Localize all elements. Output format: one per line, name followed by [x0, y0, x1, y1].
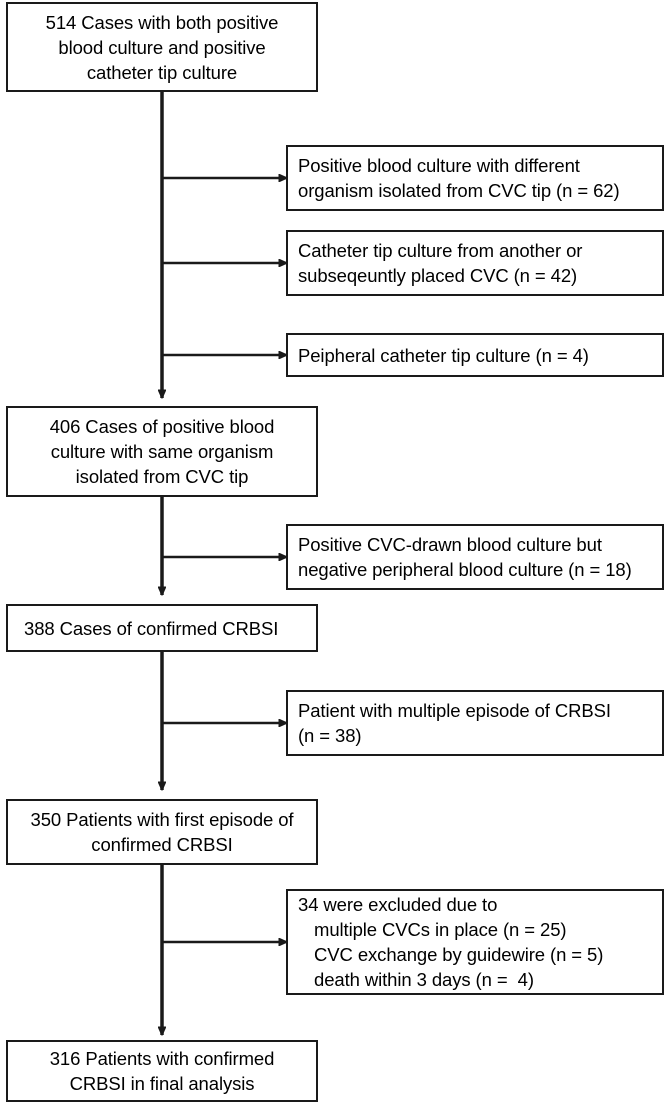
node-confirmed-crbsi-line-1: 388 Cases of confirmed CRBSI — [24, 617, 279, 639]
exclusion-another-cvc-line-2: subseqeuntly placed CVC (n = 42) — [298, 265, 578, 286]
node-same-organism-line-1: 406 Cases of positive blood — [49, 416, 275, 437]
exclusion-final-line-3: CVC exchange by guidewire (n = 5) — [309, 944, 604, 965]
node-same-organism-cases[interactable]: 406 Cases of positive blood culture with… — [6, 406, 318, 497]
node-final-analysis-patients[interactable]: 316 Patients with confirmed CRBSI in fin… — [6, 1040, 318, 1102]
node-first-episode-patients[interactable]: 350 Patients with first episode of confi… — [6, 799, 318, 865]
node-final-analysis-line-1: 316 Patients with confirmed — [49, 1048, 275, 1069]
exclusion-negative-peripheral-culture[interactable]: Positive CVC-drawn blood culture but neg… — [286, 524, 664, 590]
exclusion-multiple-episodes-line-2: (n = 38) — [298, 725, 362, 746]
node-total-cases-line-2: blood culture and positive — [58, 36, 266, 58]
node-same-organism-line-3: isolated from CVC tip — [75, 466, 249, 487]
exclusion-final-line-4: death within 3 days (n = 4) — [309, 969, 534, 990]
node-same-organism-line-2: culture with same organism — [50, 441, 274, 462]
exclusion-negative-peripheral-line-2: negative peripheral blood culture (n = 1… — [298, 559, 632, 580]
exclusion-different-organism-line-2: organism isolated from CVC tip (n = 62) — [298, 180, 620, 201]
exclusion-negative-peripheral-line-1: Positive CVC-drawn blood culture but — [298, 534, 602, 555]
node-first-episode-line-1: 350 Patients with first episode of — [30, 809, 294, 830]
node-total-cases[interactable]: 514 Cases with both positive blood cultu… — [6, 2, 318, 92]
exclusion-final-criteria[interactable]: 34 were excluded due to multiple CVCs in… — [286, 889, 664, 995]
node-total-cases-line-3: catheter tip culture — [86, 61, 238, 83]
exclusion-final-line-2: multiple CVCs in place (n = 25) — [309, 919, 567, 940]
node-confirmed-crbsi[interactable]: 388 Cases of confirmed CRBSI — [6, 604, 318, 652]
exclusion-different-organism-line-1: Positive blood culture with different — [298, 155, 580, 176]
exclusion-peripheral-catheter-tip[interactable]: Peipheral catheter tip culture (n = 4) — [286, 333, 664, 377]
exclusion-peripheral-tip-line-1: Peipheral catheter tip culture (n = 4) — [298, 344, 589, 366]
exclusion-different-organism[interactable]: Positive blood culture with different or… — [286, 145, 664, 211]
exclusion-multiple-episodes-line-1: Patient with multiple episode of CRBSI — [298, 700, 611, 721]
exclusion-multiple-episodes[interactable]: Patient with multiple episode of CRBSI (… — [286, 690, 664, 756]
exclusion-another-cvc-tip[interactable]: Catheter tip culture from another or sub… — [286, 230, 664, 296]
node-first-episode-line-2: confirmed CRBSI — [91, 834, 233, 855]
exclusion-final-line-1: 34 were excluded due to — [298, 894, 498, 915]
exclusion-another-cvc-line-1: Catheter tip culture from another or — [298, 240, 583, 261]
node-total-cases-line-1: 514 Cases with both positive — [45, 11, 279, 33]
node-final-analysis-line-2: CRBSI in final analysis — [69, 1073, 255, 1094]
